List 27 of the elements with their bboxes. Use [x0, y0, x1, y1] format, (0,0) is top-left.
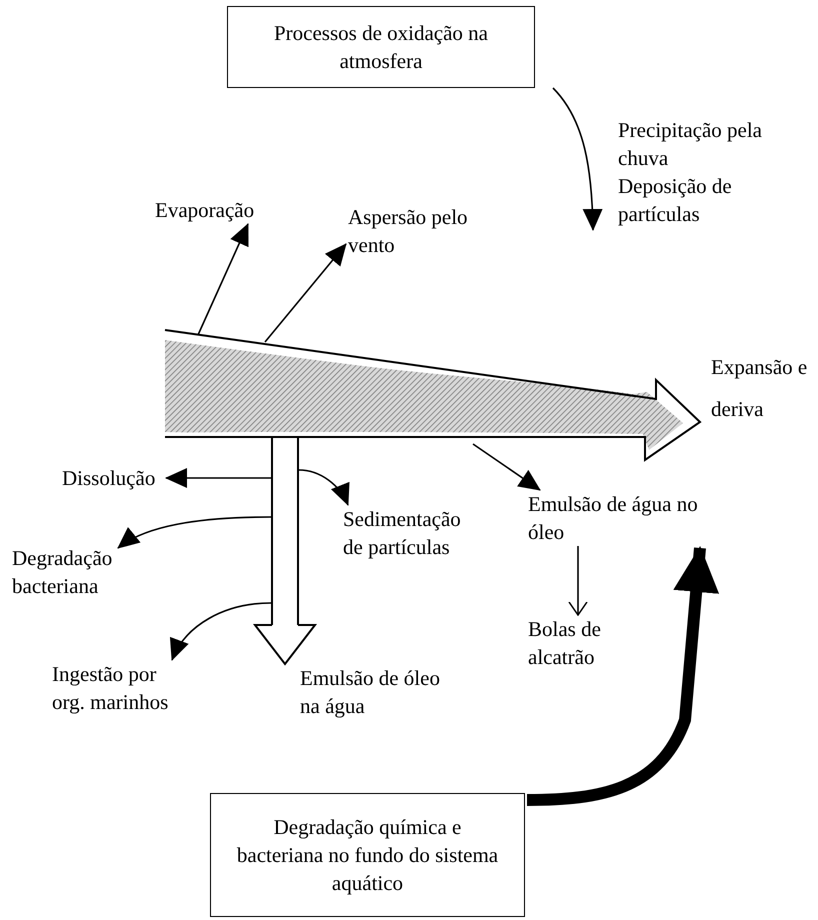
process-label: Precipitação pela chuva	[618, 117, 764, 172]
arrow	[552, 87, 602, 231]
curved-arrow	[526, 546, 720, 806]
block-arrowhead	[252, 624, 318, 666]
process-label: Emulsão de óleo na água	[300, 664, 460, 720]
arrow	[197, 223, 249, 336]
process-label: Aspersão pelo vento	[348, 203, 498, 259]
process-label: Bolas de alcatrão	[528, 615, 648, 671]
process-label: Evaporação	[155, 196, 285, 224]
process-label: Deposição de partículas	[618, 173, 733, 228]
column-drawing	[270, 437, 300, 625]
process-label: Dissolução	[62, 464, 166, 492]
process-label: Ingestão por org. marinhos	[52, 660, 177, 716]
process-label: Emulsão de água no óleo	[528, 490, 700, 546]
arrow	[264, 243, 347, 342]
arrow	[171, 602, 272, 661]
process-label: Expansão e deriva	[711, 354, 808, 423]
arrow	[472, 443, 541, 491]
arrow	[165, 468, 271, 488]
oil-slick-drawing	[163, 326, 703, 464]
arrow	[568, 546, 588, 616]
process-box: Degradação química e bacteriana no fundo do sistema aquático	[210, 793, 525, 917]
process-label: Sedimentação de partículas	[343, 505, 478, 561]
process-box: Processos de oxidação na atmosfera	[227, 6, 535, 88]
arrow	[298, 469, 349, 506]
arrow	[117, 516, 271, 549]
process-label: Degradação bacteriana	[12, 544, 122, 600]
